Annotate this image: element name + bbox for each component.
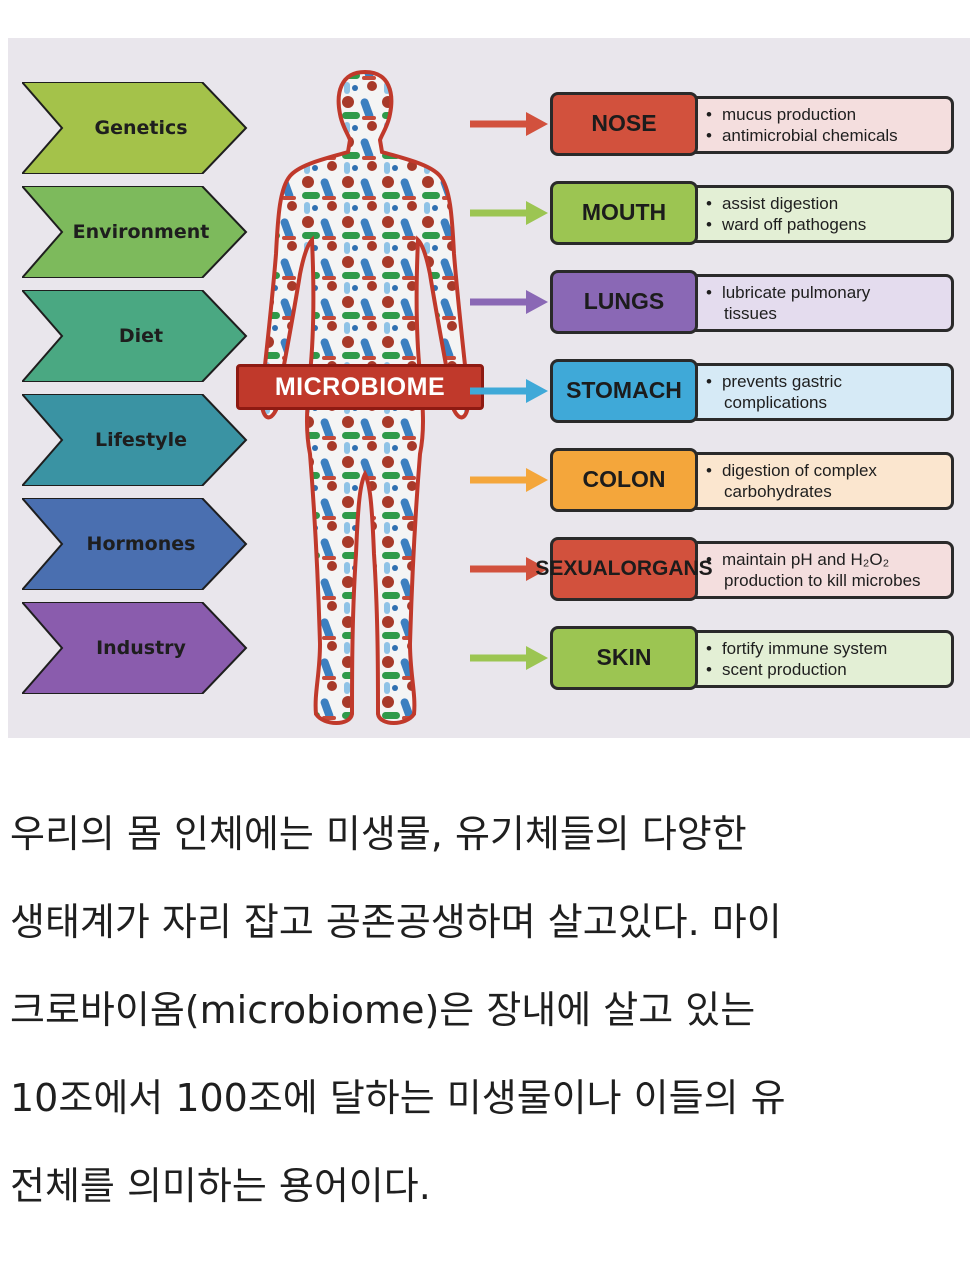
factor-chevron: Lifestyle <box>22 394 248 486</box>
organ-name: NOSE <box>591 110 657 137</box>
organ-box: COLON <box>550 448 698 512</box>
arrow-icon <box>470 468 548 492</box>
organ-row: SKIN fortify immune systemscent productio… <box>466 626 966 694</box>
organ-row: SEXUALORGANSmaintain pH and H₂O₂producti… <box>466 537 966 605</box>
organ-list: NOSE mucus productionantimicrobial chemic… <box>466 92 966 715</box>
bullet-item: maintain pH and H₂O₂ <box>706 549 943 570</box>
organ-box: NOSE <box>550 92 698 156</box>
arrow-icon <box>470 557 548 581</box>
bullet-item: fortify immune system <box>706 638 943 659</box>
bullet-item: scent production <box>706 659 943 680</box>
factor-label: Genetics <box>94 117 188 139</box>
caption-line: 크로바이옴(microbiome)은 장내에 살고 있는 <box>10 988 756 1032</box>
factor-label: Diet <box>118 325 164 347</box>
arrow-icon <box>470 290 548 314</box>
factor-label: Hormones <box>86 533 196 555</box>
factor-label: Industry <box>96 637 186 659</box>
bullet-item: assist digestion <box>706 193 943 214</box>
bullet-continuation: production to kill microbes <box>724 571 921 590</box>
bullet-item: mucus production <box>706 104 943 125</box>
factor-chevron: Hormones <box>22 498 248 590</box>
caption-line: 생태계가 자리 잡고 공존공생하며 살고있다. 마이 <box>10 900 782 944</box>
organ-description: mucus productionantimicrobial chemicals <box>692 96 954 154</box>
caption-line: 전체를 의미하는 용어이다. <box>10 1164 431 1208</box>
organ-row: MOUTH assist digestionward off pathogens <box>466 181 966 249</box>
bullet-continuation: carbohydrates <box>724 482 832 501</box>
bullet-item: ward off pathogens <box>706 214 943 235</box>
caption-line: 10조에서 100조에 달하는 미생물이나 이들의 유 <box>10 1076 786 1120</box>
organ-name: COLON <box>582 466 666 493</box>
organ-name: SKIN <box>596 644 652 671</box>
factor-chevron: Industry <box>22 602 248 694</box>
bullet-continuation: tissues <box>724 304 777 323</box>
microbiome-label: MICROBIOME <box>236 364 484 410</box>
organ-box: MOUTH <box>550 181 698 245</box>
caption-line: 우리의 몸 인체에는 미생물, 유기체들의 다양한 <box>10 812 747 856</box>
arrow-icon <box>470 201 548 225</box>
factor-chevron: Environment <box>22 186 248 278</box>
factor-chevron: Diet <box>22 290 248 382</box>
organ-name: LUNGS <box>583 288 665 315</box>
organ-name: SEXUAL <box>535 557 621 581</box>
bullet-continuation: complications <box>724 393 827 412</box>
arrow-icon <box>470 379 548 403</box>
organ-name: ORGANS <box>620 557 713 581</box>
organ-name: STOMACH <box>566 377 682 404</box>
organ-box: STOMACH <box>550 359 698 423</box>
bullet-item: lubricate pulmonary <box>706 282 943 303</box>
organ-name: MOUTH <box>581 199 667 226</box>
factor-label: Environment <box>72 221 210 243</box>
organ-box: SKIN <box>550 626 698 690</box>
organ-description: fortify immune systemscent production <box>692 630 954 688</box>
factor-chevron: Genetics <box>22 82 248 174</box>
bullet-item: antimicrobial chemicals <box>706 125 943 146</box>
bullet-item: prevents gastric <box>706 371 943 392</box>
arrow-icon <box>470 112 548 136</box>
factor-label: Lifestyle <box>95 429 187 451</box>
organ-box: LUNGS <box>550 270 698 334</box>
organ-description: assist digestionward off pathogens <box>692 185 954 243</box>
organ-row: NOSE mucus productionantimicrobial chemic… <box>466 92 966 160</box>
bullet-item: digestion of complex <box>706 460 943 481</box>
arrow-icon <box>470 646 548 670</box>
